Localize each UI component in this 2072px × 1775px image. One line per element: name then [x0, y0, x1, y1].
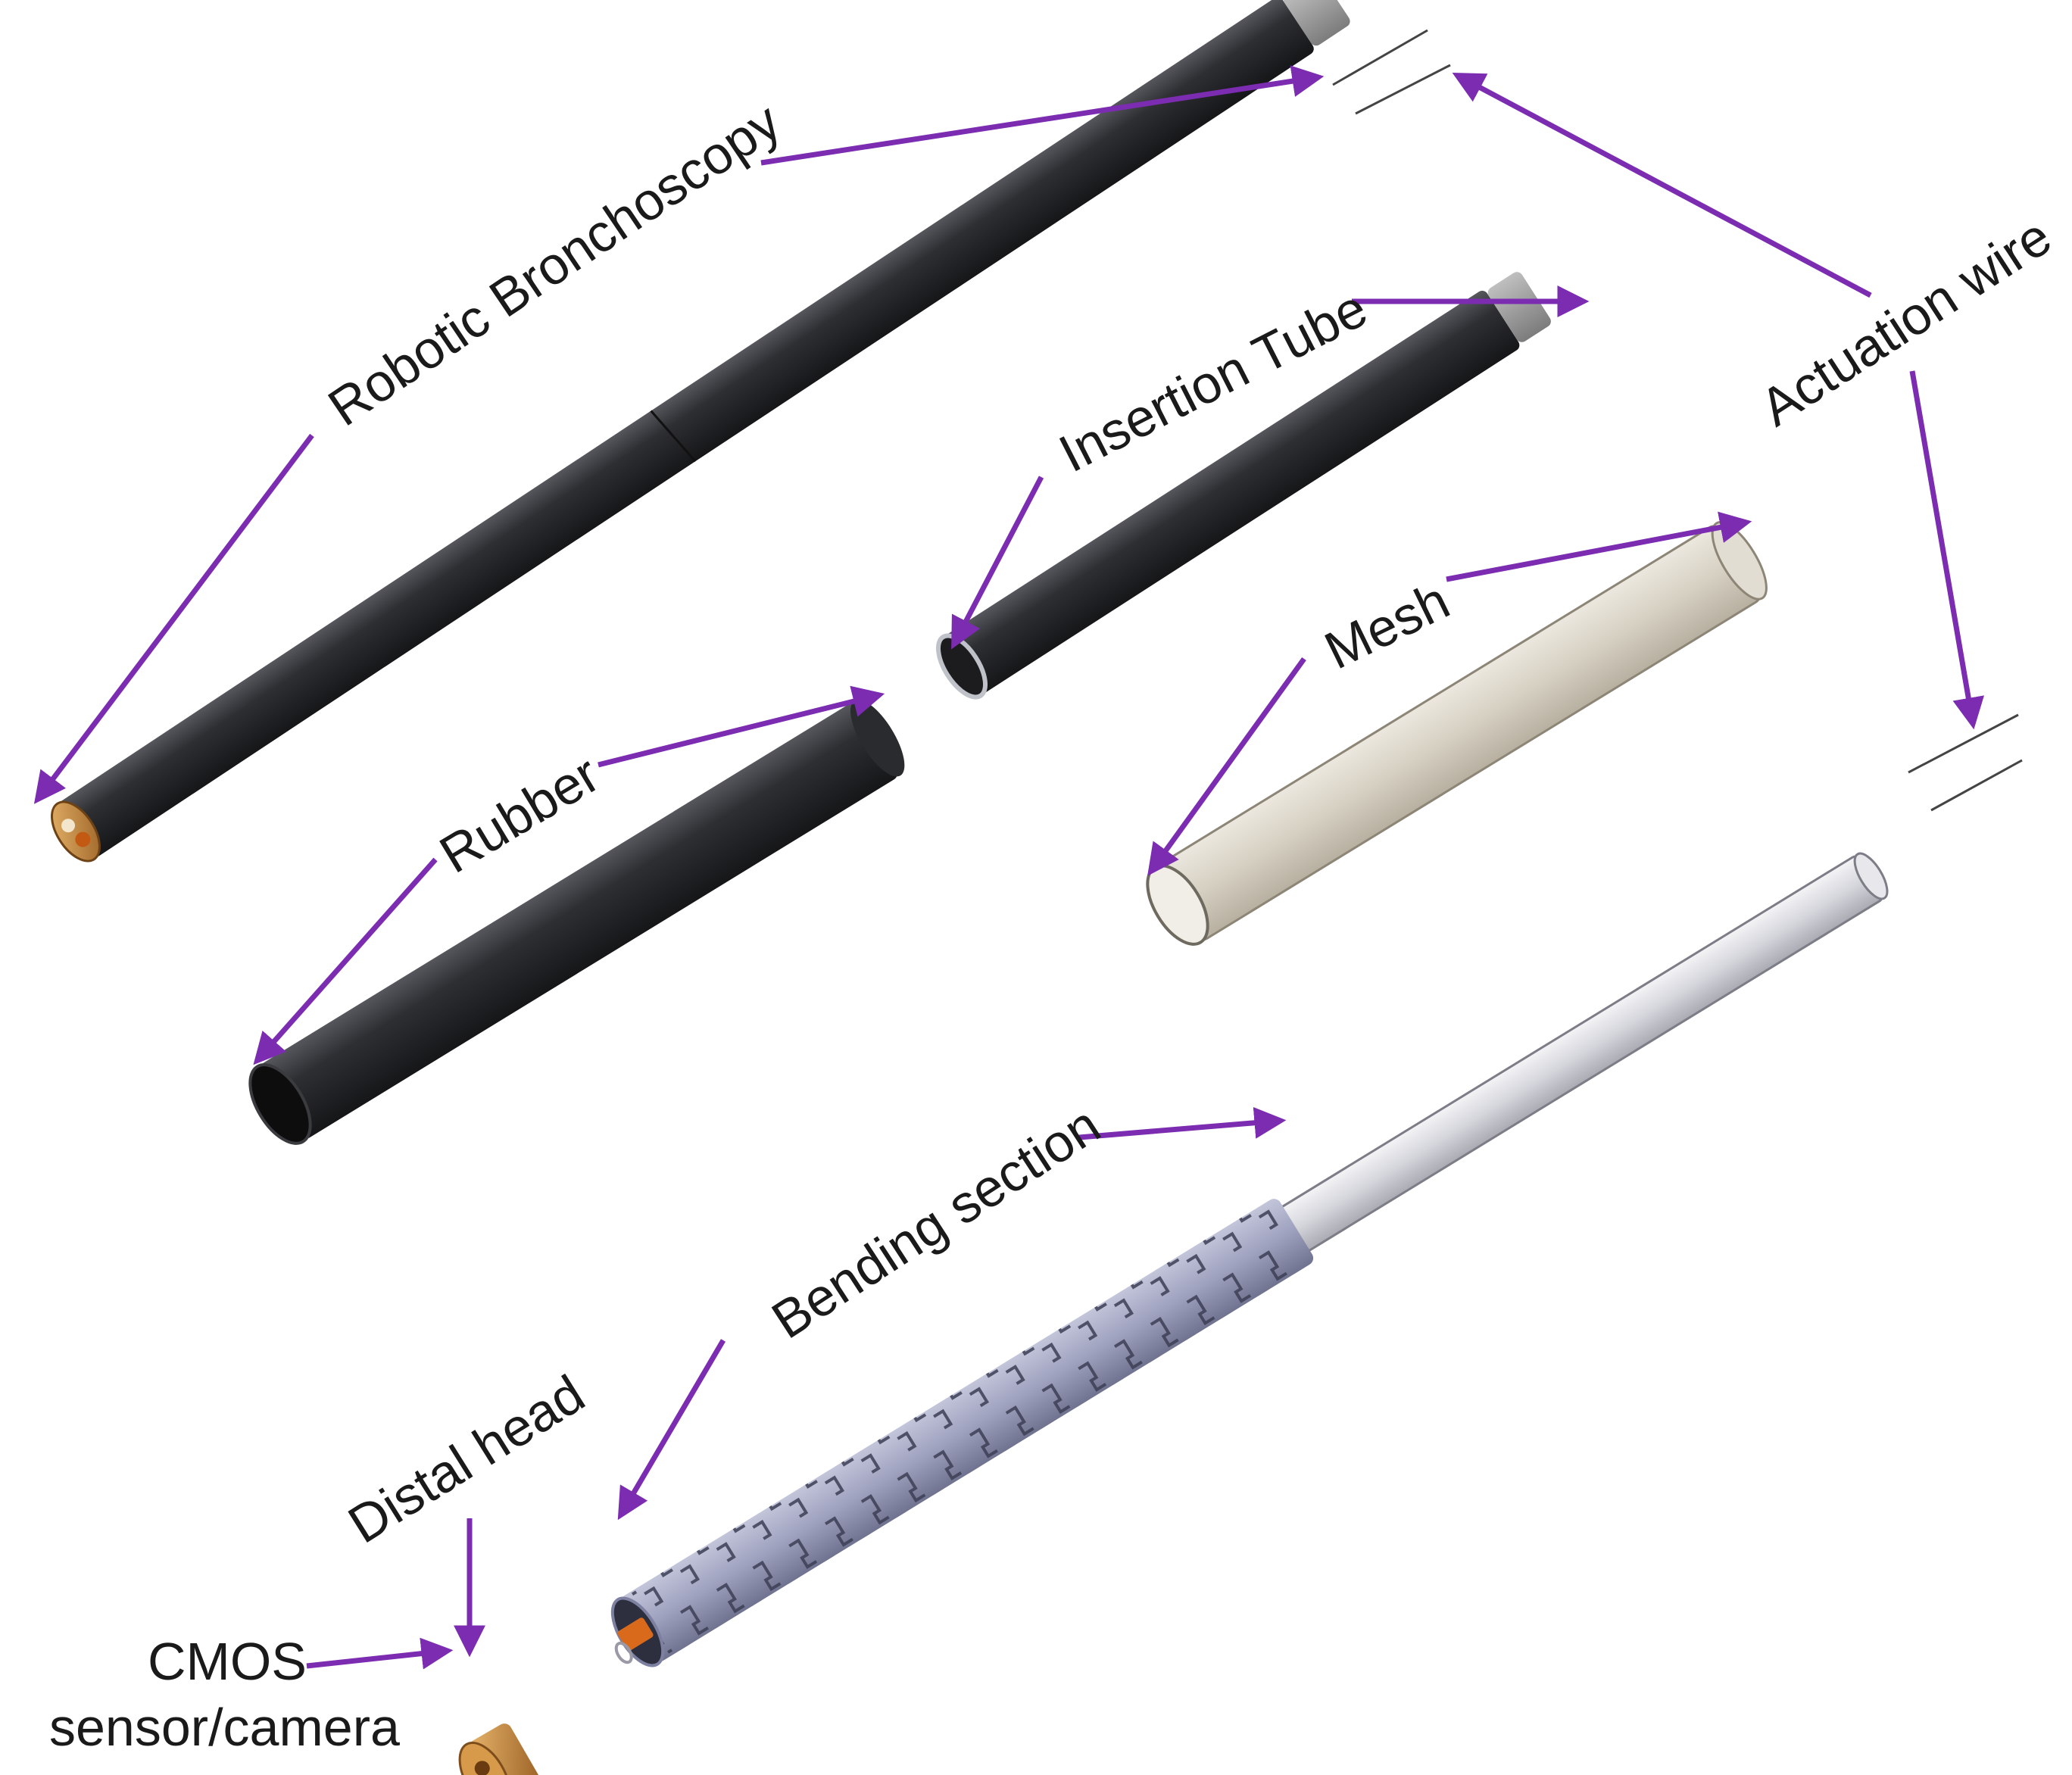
rubber-tube — [248, 699, 905, 1145]
arrow-mesh-to-opening — [1147, 657, 1306, 876]
actuation-wire-top-2 — [1355, 64, 1451, 115]
robotic-bronchoscopy-end-cap — [1283, 0, 1350, 46]
arrow-robotic-to-tip — [33, 433, 314, 804]
mesh-tube-body — [1156, 525, 1761, 941]
rubber-tube-opening — [248, 1063, 312, 1145]
actuation-wire-top-1 — [1332, 29, 1428, 86]
arrow-bending-to-end — [1078, 1106, 1287, 1140]
robotic-bronchoscopy-assembly — [51, 0, 1451, 863]
insertion-tube-end-cap — [1487, 272, 1551, 342]
actuation-wire-bottom-2 — [1930, 759, 2023, 812]
bending-section-slots — [630, 1199, 1310, 1657]
arrow-rubber-to-end — [598, 685, 885, 768]
distal-head — [458, 1724, 541, 1775]
label-bending-section: Bending section — [762, 1095, 1110, 1350]
insertion-tube — [935, 272, 1551, 700]
inner-copper-tube — [617, 1617, 654, 1651]
label-distal-head: Distal head — [339, 1364, 594, 1555]
label-cmos-line2: sensor/camera — [49, 1698, 400, 1757]
rubber-tube-far-end — [850, 699, 905, 777]
cmos-sensor — [474, 1761, 490, 1775]
label-cmos-line1: CMOS — [148, 1632, 307, 1691]
annotation-arrows — [33, 65, 1984, 1670]
arrow-insertion-to-opening — [951, 476, 1044, 650]
label-actuation-wire: Actuation wire — [1750, 207, 2061, 438]
actuation-wire-bottom-1 — [1908, 713, 2019, 774]
distal-head-face — [458, 1741, 511, 1775]
insertion-tube-body — [945, 290, 1520, 694]
label-rubber: Rubber — [430, 744, 610, 884]
arrow-mesh-to-end — [1446, 511, 1752, 582]
arrow-cmos — [306, 1637, 454, 1670]
rubber-tube-body — [260, 703, 898, 1139]
mesh-tube — [1146, 521, 1768, 946]
insertion-tube-opening — [935, 633, 988, 700]
label-mesh: Mesh — [1315, 570, 1458, 680]
arrow-bending-to-opening — [617, 1339, 726, 1521]
robotic-bronchoscopy-tube — [59, 0, 1314, 857]
tube-seam — [650, 410, 697, 463]
arrow-actuation-to-top — [1452, 73, 1872, 298]
distal-head-body — [469, 1724, 541, 1775]
arrow-robotic-to-end — [760, 65, 1325, 166]
arrow-rubber-to-opening — [253, 857, 438, 1065]
glass-tube-end — [1853, 852, 1889, 900]
glass-tube — [1264, 855, 1883, 1262]
arrow-actuation-to-bottom — [1909, 370, 1984, 730]
bending-section-assembly — [610, 713, 2023, 1667]
